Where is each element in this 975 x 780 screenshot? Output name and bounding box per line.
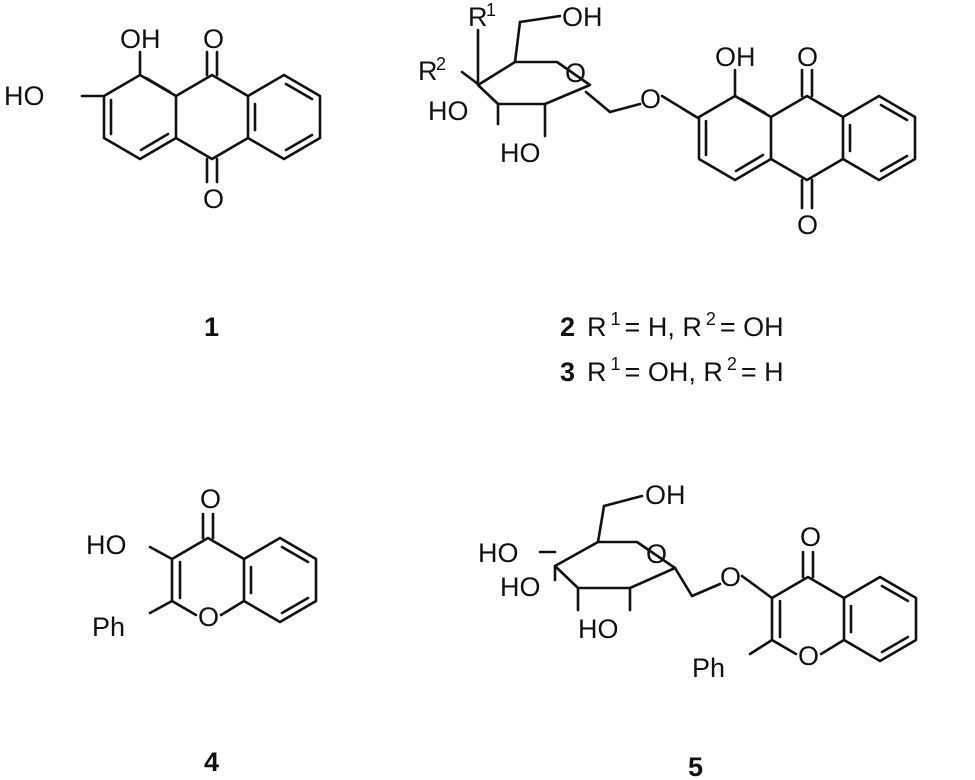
compound-5-number: 5: [688, 752, 703, 780]
compound-3-number: 3: [560, 357, 575, 387]
compound-2-caption-r1: R: [587, 312, 607, 342]
compound-2-structure: [460, 14, 917, 210]
compound-2-r1-label: R: [468, 2, 488, 32]
compound-5-carbonyl-label: O: [800, 522, 821, 552]
compound-2-carbonyl-top-label: O: [797, 42, 818, 72]
compound-3-caption-r2-sup: 2: [727, 354, 737, 374]
compound-2-carbonyl-bottom-label: O: [797, 210, 818, 240]
compound-2-caption-r1-value: = H,: [625, 312, 683, 342]
compound-1-carbonyl-top-label: O: [203, 24, 224, 54]
compound-1-number: 1: [204, 312, 219, 342]
compound-2-ho-c2-label: HO: [500, 138, 541, 168]
compound-2-r1-superscript: 1: [486, 0, 496, 20]
compound-2-glycosidic-oxygen: O: [640, 84, 661, 114]
compound-5-ho3-label: HO: [578, 614, 619, 644]
compound-2-caption: 2 R 1 = H, R 2 = OH: [560, 309, 784, 342]
compound-4-ring-oxygen: O: [198, 602, 219, 632]
compound-5-ch2oh-label: OH: [645, 480, 686, 510]
compound-1-structure: [80, 50, 322, 184]
compound-3-caption-r1: R: [587, 357, 607, 387]
compound-4-ho-label: HO: [86, 530, 127, 560]
compound-3-caption-r1-value: = OH,: [625, 357, 704, 387]
compound-2-caption-r2-sup: 2: [706, 309, 716, 329]
compound-2-oh-label: OH: [715, 42, 756, 72]
compound-4-structure: [148, 512, 318, 624]
compound-4-carbonyl-label: O: [200, 484, 221, 514]
compound-1-oh-top-label: OH: [120, 24, 161, 54]
compound-2-r2-superscript: 2: [436, 54, 446, 74]
compound-2-caption-r2: R: [682, 312, 702, 342]
compound-1-oh-left-label: HO: [4, 81, 45, 111]
compound-3-caption: 3 R 1 = OH, R 2 = H: [560, 354, 784, 387]
compound-5-sugar-ring-oxygen: O: [646, 539, 667, 569]
compound-3-caption-r2-value: = H: [741, 357, 784, 387]
compound-5-ho1-label: HO: [478, 538, 519, 568]
compound-2-number: 2: [560, 312, 575, 342]
compound-5-structure: [538, 494, 918, 663]
compound-3-caption-r1-sup: 1: [611, 354, 621, 374]
compound-2-ho-c3-label: HO: [428, 96, 469, 126]
compound-2-r2-label: R: [418, 56, 438, 86]
compound-5-ring-oxygen: O: [798, 641, 819, 671]
compound-4-phenyl-label: Ph: [92, 612, 125, 642]
compound-3-caption-r2: R: [703, 357, 723, 387]
compound-2-sugar-ring-oxygen: O: [565, 58, 586, 88]
compound-2-caption-r2-value: = OH: [720, 312, 784, 342]
compound-5-ho2-label: HO: [500, 572, 541, 602]
compound-4-number: 4: [204, 747, 219, 777]
compound-2-caption-r1-sup: 1: [611, 309, 621, 329]
compound-1-carbonyl-bottom-label: O: [203, 184, 224, 214]
compound-5-glycosidic-oxygen: O: [720, 562, 741, 592]
compound-5-phenyl-label: Ph: [692, 653, 725, 683]
compound-2-ch2oh-label: OH: [562, 2, 603, 32]
